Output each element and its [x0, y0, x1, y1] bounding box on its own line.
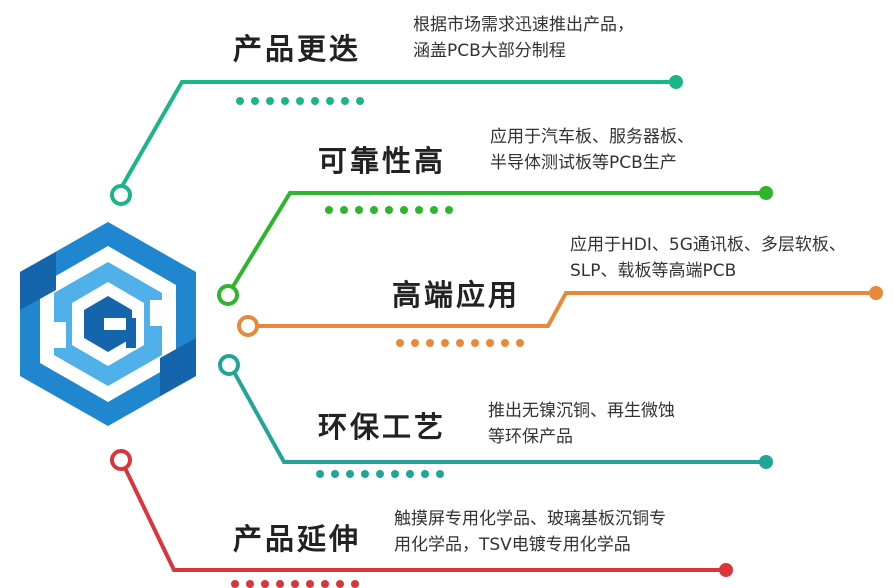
item-4-title: 环保工艺	[318, 410, 447, 444]
item-5-description: 触摸屏专用化学品、玻璃基板沉铜专 用化学品，TSV电镀专用化学品	[394, 506, 666, 558]
item-3-title: 高端应用	[392, 278, 521, 312]
item-2-title: 可靠性高	[318, 144, 447, 178]
item-4-line-2: 等环保产品	[488, 427, 573, 447]
branch-line-3	[237, 286, 883, 337]
branch-line-4	[218, 354, 773, 469]
item-4-line-1: 推出无镍沉铜、再生微蚀	[488, 401, 675, 421]
item-4-description: 推出无镍沉铜、再生微蚀 等环保产品	[488, 398, 675, 450]
dot-row-1	[236, 97, 364, 105]
dot-row-5	[231, 580, 359, 588]
item-1-line-1: 根据市场需求迅速推出产品，	[413, 15, 634, 35]
item-5-line-1: 触摸屏专用化学品、玻璃基板沉铜专	[394, 509, 666, 529]
item-2-description: 应用于汽车板、服务器板、 半导体测试板等PCB生产	[490, 124, 694, 176]
item-1-description: 根据市场需求迅速推出产品， 涵盖PCB大部分制程	[413, 12, 634, 64]
item-3-line-1: 应用于HDI、5G通讯板、多层软板、	[570, 235, 846, 255]
hexagonal-g-logo-icon	[20, 222, 196, 426]
item-5-title: 产品延伸	[233, 522, 362, 556]
branch-line-1	[110, 75, 683, 206]
dot-row-2	[325, 206, 453, 214]
branch-line-5	[110, 449, 733, 577]
dot-row-4	[316, 470, 444, 478]
dot-row-3	[396, 339, 524, 347]
item-1-line-2: 涵盖PCB大部分制程	[413, 41, 566, 61]
item-2-line-2: 半导体测试板等PCB生产	[490, 153, 677, 173]
item-5-line-2: 用化学品，TSV电镀专用化学品	[394, 535, 631, 555]
item-3-description: 应用于HDI、5G通讯板、多层软板、 SLP、载板等高端PCB	[570, 232, 846, 284]
item-2-line-1: 应用于汽车板、服务器板、	[490, 127, 694, 147]
branch-line-2	[217, 186, 773, 306]
item-1-title: 产品更迭	[233, 32, 362, 66]
item-3-line-2: SLP、载板等高端PCB	[570, 261, 737, 281]
